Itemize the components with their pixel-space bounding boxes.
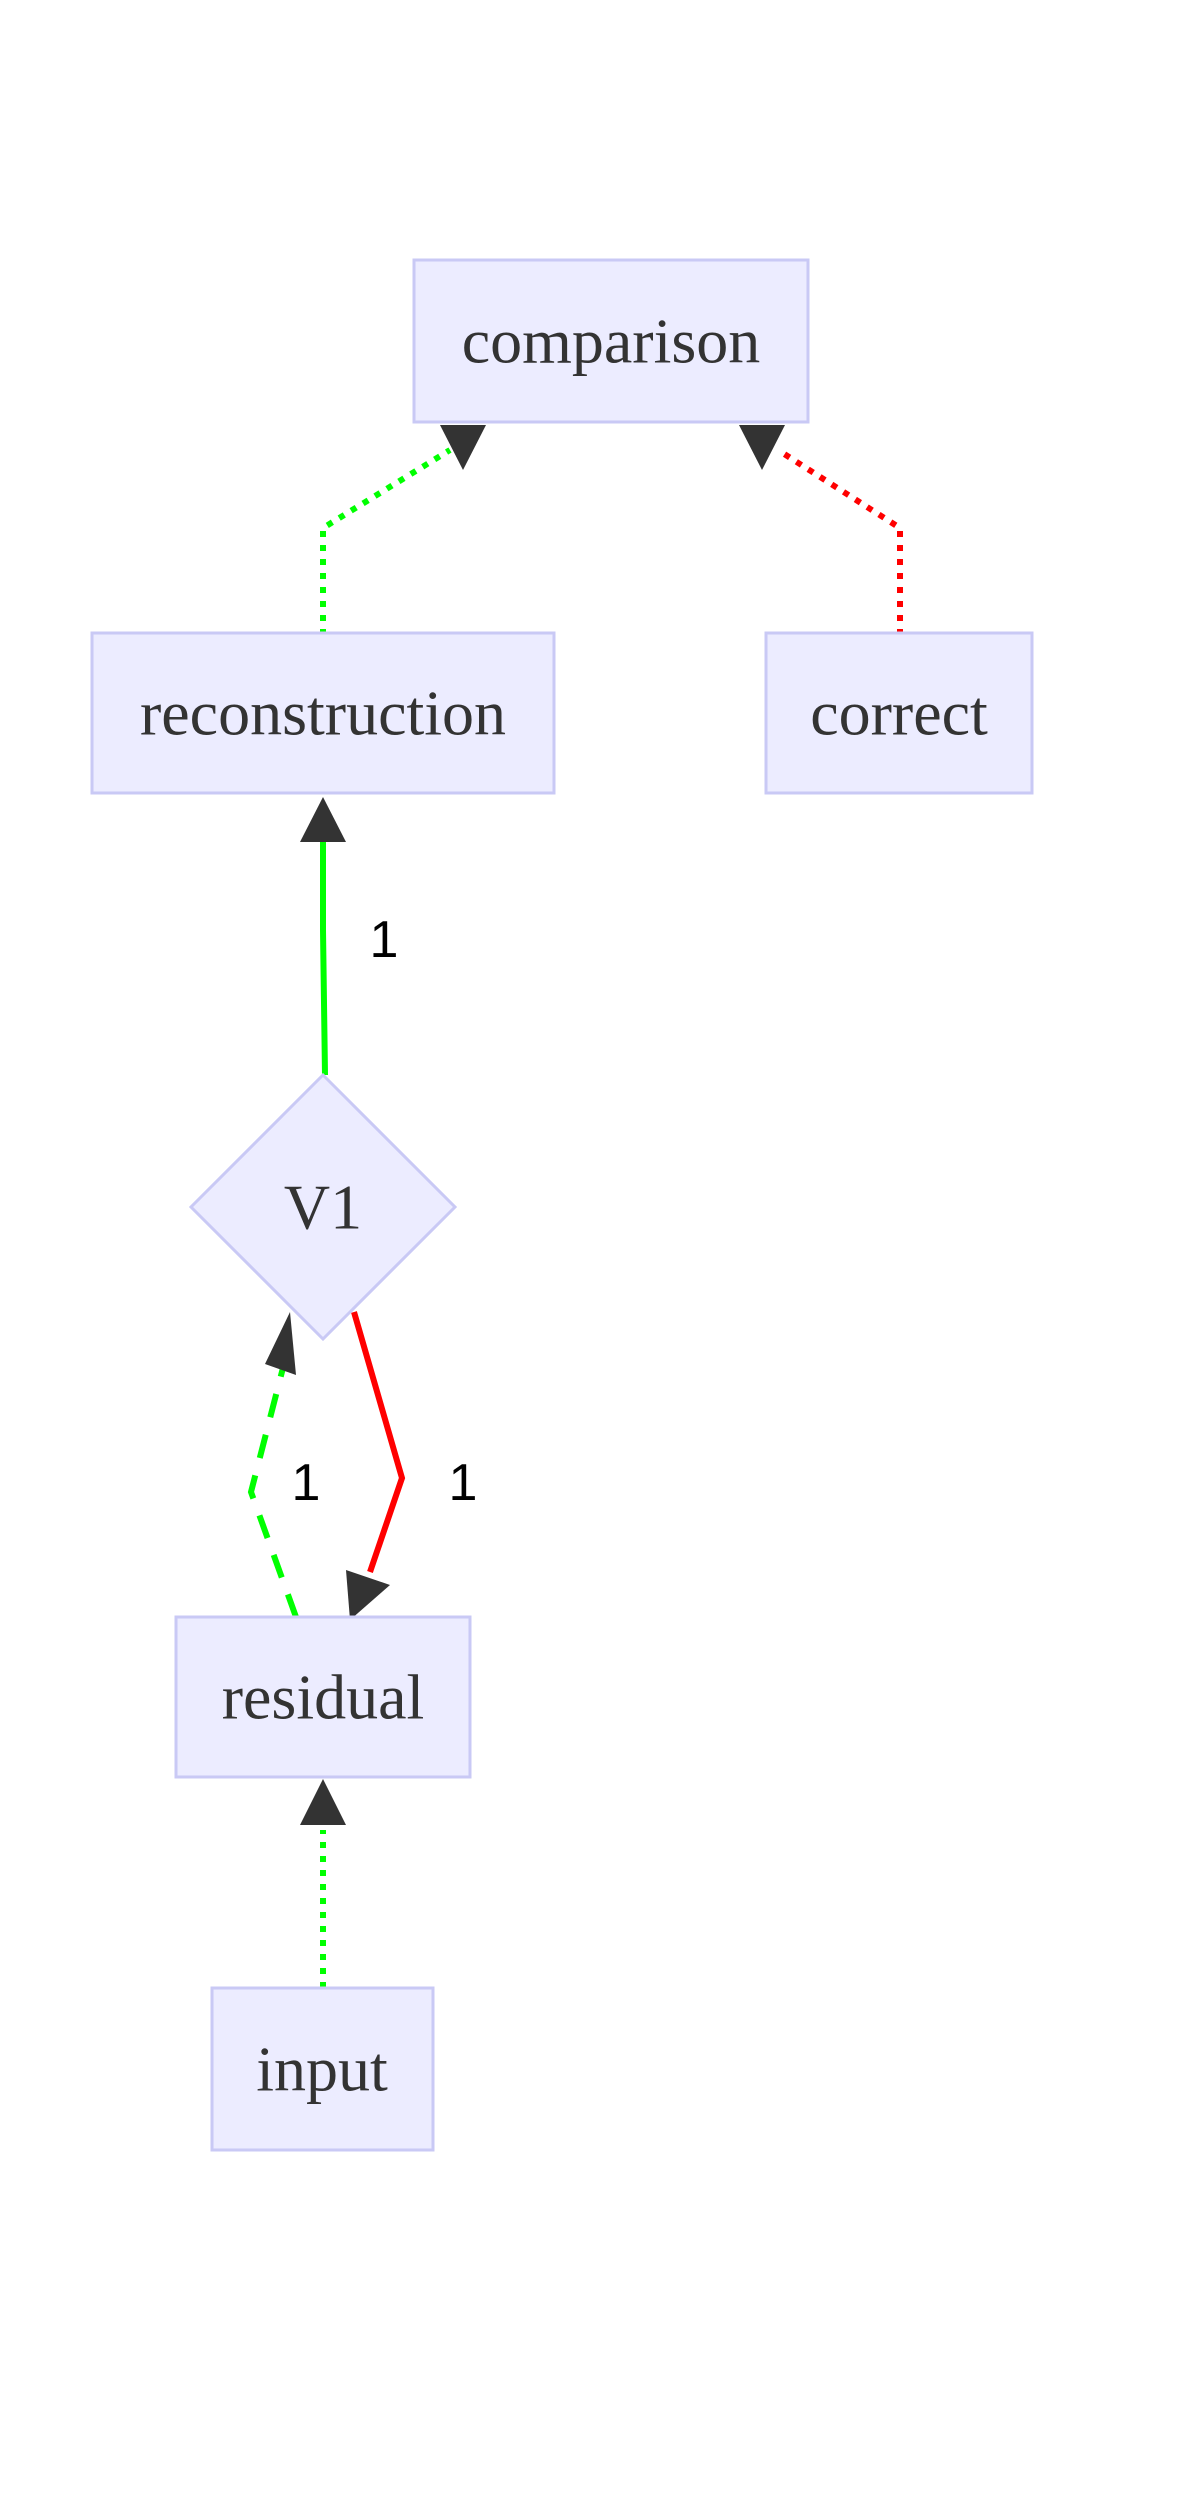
edge-residual-to-v1 xyxy=(247,1359,299,1619)
arrowhead-residual xyxy=(346,1570,390,1620)
arrowhead-comparison-right xyxy=(739,425,785,470)
node-residual[interactable]: residual xyxy=(174,1615,472,1779)
arrowhead-residual-bottom xyxy=(300,1779,346,1825)
node-reconstruction[interactable]: reconstruction xyxy=(90,631,556,795)
arrowhead-v1 xyxy=(265,1312,296,1375)
node-input[interactable]: input xyxy=(210,1986,435,2152)
node-reconstruction-label: reconstruction xyxy=(140,678,506,749)
edge-label-residual-to-v1: 1 xyxy=(292,1454,321,1512)
edge-v1-to-residual xyxy=(351,1311,406,1573)
edge-label-v1-to-residual: 1 xyxy=(449,1454,478,1512)
node-correct[interactable]: correct xyxy=(764,631,1034,795)
node-correct-label: correct xyxy=(810,678,988,749)
node-comparison[interactable]: comparison xyxy=(412,258,810,424)
node-v1[interactable]: V1 xyxy=(188,1072,458,1342)
arrowhead-reconstruction xyxy=(300,797,346,842)
edge-reconstruction-to-comparison xyxy=(320,447,452,635)
node-residual-label: residual xyxy=(222,1662,425,1733)
edge-v1-to-reconstruction xyxy=(320,840,328,1076)
node-input-label: input xyxy=(256,2034,388,2105)
node-comparison-label: comparison xyxy=(462,306,761,377)
node-v1-label: V1 xyxy=(284,1172,362,1243)
arrowhead-comparison-left xyxy=(440,425,486,470)
edge-correct-to-comparison xyxy=(776,447,903,635)
edge-label-v1-to-reconstruction: 1 xyxy=(370,911,399,969)
